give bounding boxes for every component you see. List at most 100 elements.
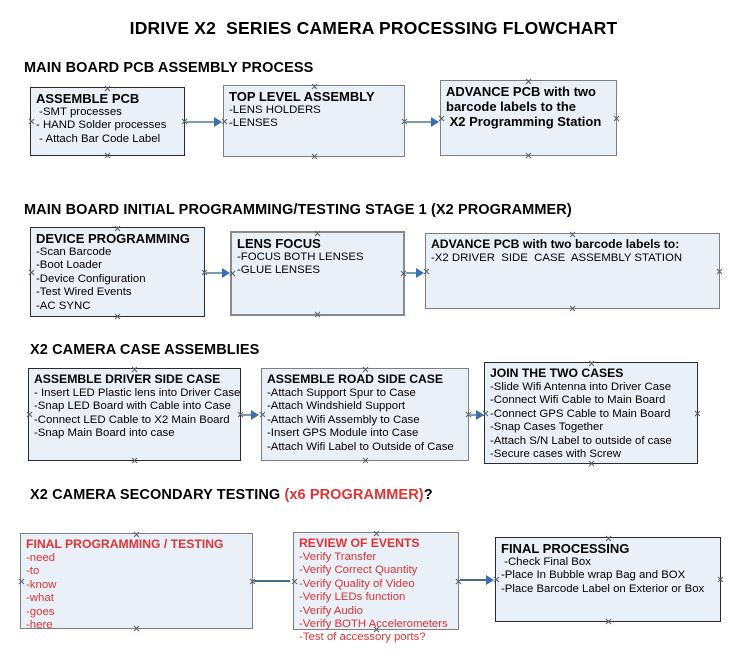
box-line: -Place Barcode Label on Exterior or Box: [501, 582, 705, 595]
arrowhead-icon: [476, 410, 484, 420]
box-title-lens-focus: LENS FOCUS: [237, 236, 321, 251]
box-join-the-two-cases[interactable]: JOIN THE TWO CASES -Slide Wifi Antenna i…: [484, 362, 698, 464]
connection-handle-bottom[interactable]: [605, 618, 612, 625]
box-line: -Test Wired Events: [36, 286, 132, 299]
box-review-of-events[interactable]: REVIEW OF EVENTS -Verify Transfer -Verif…: [291, 532, 459, 643]
box-title-final-programming-testing: FINAL PROGRAMMING / TESTING: [26, 537, 224, 551]
box-line-overflow: -Test of accessory ports?: [299, 631, 426, 644]
arrowhead-icon: [214, 117, 222, 127]
box-line: -Device Configuration: [36, 272, 146, 285]
box-line: -Snap Main Board into case: [34, 427, 175, 440]
box-line: -Verify Quality of Video: [299, 577, 415, 590]
box-line: -Verify LEDs function: [299, 591, 406, 604]
box-title-review-of-events: REVIEW OF EVENTS: [299, 536, 420, 550]
connection-handle-left[interactable]: [28, 118, 35, 125]
connection-handle-right[interactable]: [613, 115, 620, 122]
connector-final-programming-to-review: [254, 580, 290, 582]
connection-handle-left[interactable]: [291, 578, 298, 585]
connection-handle-bottom[interactable]: [362, 457, 369, 464]
section-heading-main-board-initial-programming: MAIN BOARD INITIAL PROGRAMMING/TESTING S…: [24, 202, 572, 218]
box-advance-pcb-driver-case[interactable]: ADVANCE PCB with two barcode labels to: …: [425, 233, 720, 309]
box-line: -SMT processes: [36, 106, 122, 118]
box-line: -Snap Cases Together: [490, 421, 604, 434]
box-line: -X2 DRIVER SIDE CASE ASSEMBLY STATION: [431, 252, 683, 264]
box-assemble-pcb[interactable]: ASSEMBLE PCB -SMT processes - HAND Solde…: [30, 87, 185, 156]
box-line: -here: [26, 619, 53, 632]
box-line: -Snap LED Board with Cable into Case: [34, 400, 231, 413]
box-line: -Attach Wifi Label to Outside of Case: [267, 440, 454, 453]
connection-handle-bottom[interactable]: [104, 152, 111, 159]
box-title-advance-pcb-driver-case: ADVANCE PCB with two barcode labels to:: [431, 237, 680, 251]
box-line: - Insert LED Plastic lens into Driver Ca…: [34, 387, 241, 399]
box-line: -need: [26, 552, 56, 564]
box-line: -Insert GPS Module into Case: [267, 427, 419, 440]
connection-handle-left[interactable]: [18, 578, 25, 585]
box-advance-pcb-programming-station[interactable]: ADVANCE PCB with two barcode labels to t…: [440, 80, 617, 156]
connection-handle-bottom[interactable]: [131, 457, 138, 464]
connection-handle-bottom[interactable]: [311, 153, 318, 160]
arrowhead-icon: [416, 268, 424, 278]
connector-top-level-to-advance-pcb: [406, 121, 434, 123]
box-line: -Slide Wifi Antenna into Driver Case: [490, 381, 672, 393]
box-title-assemble-road-side-case: ASSEMBLE ROAD SIDE CASE: [267, 372, 444, 386]
box-line: -LENSES: [229, 117, 278, 130]
box-line: -Connect LED Cable to X2 Main Board: [34, 413, 230, 426]
box-line: -Place In Bubble wrap Bag and BOX: [501, 569, 686, 582]
connection-handle-bottom[interactable]: [114, 313, 121, 320]
box-line: -Verify Correct Quantity: [299, 564, 418, 577]
box-line: -Verify BOTH Accelerometers: [299, 618, 448, 631]
box-assemble-road-side-case[interactable]: ASSEMBLE ROAD SIDE CASE -Attach Support …: [261, 368, 469, 461]
connection-handle-bottom[interactable]: [569, 305, 576, 312]
box-lens-focus[interactable]: LENS FOCUS -FOCUS BOTH LENSES -GLUE LENS…: [230, 231, 405, 316]
box-line: ADVANCE PCB with two: [446, 84, 596, 99]
connection-handle-right[interactable]: [717, 576, 724, 583]
connector-lens-focus-to-advance-pcb: [406, 272, 422, 274]
page-title: IDRIVE X2 SERIES CAMERA PROCESSING FLOWC…: [129, 18, 618, 38]
box-line: -Verify Transfer: [299, 551, 377, 563]
box-line: -Secure cases with Screw: [490, 448, 622, 461]
connection-handle-left[interactable]: [28, 269, 35, 276]
section-heading-main-board-pcb-assembly: MAIN BOARD PCB ASSEMBLY PROCESS: [24, 60, 314, 76]
box-line: -Verify Audio: [299, 604, 363, 617]
connection-handle-right[interactable]: [694, 410, 701, 417]
box-line: -Attach Windshield Support: [267, 400, 406, 413]
connection-handle-right[interactable]: [716, 268, 723, 275]
box-line: -Boot Loader: [36, 259, 102, 272]
connector-device-programming-to-lens-focus: [206, 272, 226, 274]
connection-handle-bottom[interactable]: [314, 311, 321, 318]
box-line: barcode labels to the: [446, 99, 577, 114]
box-final-programming-testing[interactable]: FINAL PROGRAMMING / TESTING -need -to -k…: [18, 533, 253, 632]
box-line: -FOCUS BOTH LENSES: [237, 251, 364, 263]
arrowhead-icon: [486, 575, 494, 585]
box-line: -Attach Wifi Assembly to Case: [267, 413, 420, 426]
box-line: -AC SYNC: [36, 299, 91, 312]
box-device-programming[interactable]: DEVICE PROGRAMMING -Scan Barcode -Boot L…: [30, 227, 205, 317]
section-heading-x2-camera-case-assemblies: X2 CAMERA CASE ASSEMBLIES: [30, 342, 260, 358]
connection-handle-left[interactable]: [259, 411, 266, 418]
box-title-join-the-two-cases: JOIN THE TWO CASES: [490, 366, 624, 380]
box-line: -to: [26, 565, 40, 578]
arrowhead-icon: [251, 410, 259, 420]
box-final-processing[interactable]: FINAL PROCESSING -Check Final Box -Place…: [495, 537, 721, 622]
arrowhead-icon: [222, 268, 230, 278]
box-top-level-assembly[interactable]: TOP LEVEL ASSEMBLY -LENS HOLDERS -LENSES: [223, 85, 405, 157]
box-line: -LENS HOLDERS: [229, 104, 321, 116]
box-line: - Attach Bar Code Label: [36, 132, 161, 145]
box-line: -Connect GPS Cable to Main Board: [490, 407, 671, 420]
section-heading-accent: (x6 PROGRAMMER): [284, 487, 424, 503]
connector-driver-case-to-road-case: [242, 414, 256, 416]
box-line: -Attach S/N Label to outside of case: [490, 434, 672, 447]
box-line: -Connect Wifi Cable to Main Board: [490, 394, 666, 407]
connector-review-to-final-processing: [460, 579, 490, 581]
box-line: -GLUE LENSES: [237, 264, 320, 277]
arrowhead-icon: [431, 117, 439, 127]
box-line: -Scan Barcode: [36, 246, 112, 258]
box-line: - HAND Solder processes: [36, 119, 167, 132]
connection-handle-bottom[interactable]: [525, 152, 532, 159]
box-title-assemble-pcb: ASSEMBLE PCB: [36, 91, 140, 106]
box-line: -Attach Support Spur to Case: [267, 387, 416, 399]
connection-handle-left[interactable]: [26, 411, 33, 418]
section-heading-text: X2 CAMERA SECONDARY TESTING: [30, 487, 285, 503]
box-assemble-driver-side-case[interactable]: ASSEMBLE DRIVER SIDE CASE - Insert LED P…: [28, 368, 241, 461]
